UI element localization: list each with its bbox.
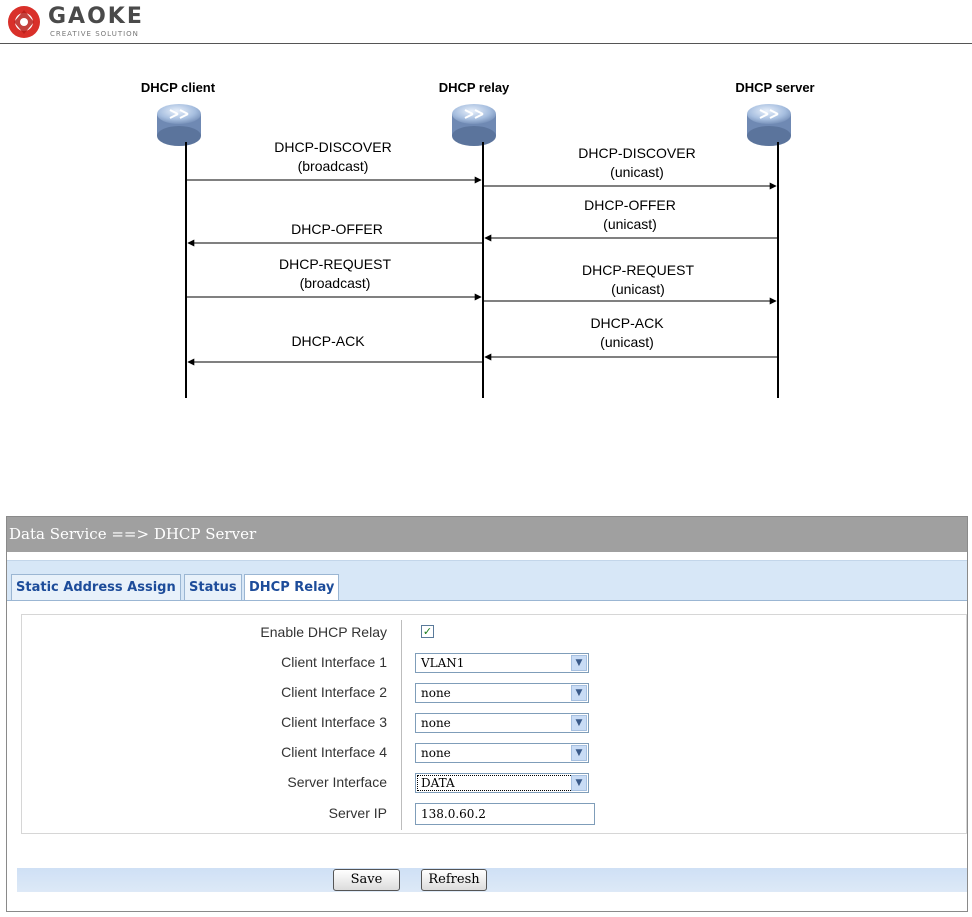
dhcp-relay-config-window: Data Service ==> DHCP Server Static Addr… [6,516,968,912]
client-interface-2-select[interactable]: none ▼ [415,683,589,703]
msg-label: (unicast) [600,334,654,350]
msg-label: DHCP-DISCOVER [578,145,695,161]
server-ip-input[interactable]: 138.0.60.2 [415,803,595,825]
brand-name: GAOKE [48,4,144,29]
server-interface-value: DATA [421,776,455,790]
tab-dhcp-relay[interactable]: DHCP Relay [244,574,340,601]
node-label-client: DHCP client [141,80,216,95]
node-label-relay: DHCP relay [439,80,510,95]
msg-label: DHCP-REQUEST [279,256,391,272]
client-interface-2-label: Client Interface 2 [281,684,387,700]
chevron-down-icon[interactable]: ▼ [571,655,587,671]
client-interface-4-value: none [421,746,451,760]
client-interface-2-value: none [421,686,451,700]
form-separator [401,620,402,830]
relay-form-panel [21,614,967,834]
msg-label: DHCP-DISCOVER [274,139,391,155]
server-ip-label: Server IP [328,805,387,821]
client-interface-1-value: VLAN1 [421,656,465,670]
msg-label: DHCP-OFFER [291,221,383,237]
chevron-down-icon[interactable]: ▼ [571,745,587,761]
msg-label: DHCP-OFFER [584,197,676,213]
client-interface-3-value: none [421,716,451,730]
client-interface-1-select[interactable]: VLAN1 ▼ [415,653,589,673]
client-interface-1-label: Client Interface 1 [281,654,387,670]
client-interface-3-select[interactable]: none ▼ [415,713,589,733]
chevron-down-icon[interactable]: ▼ [571,685,587,701]
msg-label: (unicast) [611,281,665,297]
brand-tagline: CREATIVE SOLUTION [50,30,139,38]
msg-label: (unicast) [610,164,664,180]
msg-label: DHCP-ACK [590,315,664,331]
tab-underline [7,600,967,601]
server-interface-select[interactable]: DATA ▼ [415,773,589,793]
dhcp-relay-sequence-diagram: DHCP client DHCP relay DHCP server DHCP-… [141,80,815,398]
window-title: Data Service ==> DHCP Server [7,517,967,552]
router-icon [452,104,496,146]
chevron-down-icon[interactable]: ▼ [571,715,587,731]
node-label-server: DHCP server [735,80,814,95]
gaoke-logo-icon [8,6,40,38]
chevron-down-icon[interactable]: ▼ [571,775,587,791]
tab-status[interactable]: Status [184,574,242,600]
save-button[interactable]: Save [333,869,400,891]
msg-label: DHCP-REQUEST [582,262,694,278]
router-icon [747,104,791,146]
msg-label: (unicast) [603,216,657,232]
client-interface-4-select[interactable]: none ▼ [415,743,589,763]
enable-dhcp-relay-label: Enable DHCP Relay [260,624,387,640]
msg-label: (broadcast) [298,158,369,174]
header-divider [0,43,972,44]
server-interface-label: Server Interface [287,774,387,790]
router-icon [157,104,201,146]
msg-label: DHCP-ACK [291,333,365,349]
enable-dhcp-relay-checkbox[interactable]: ✓ [421,625,434,638]
refresh-button[interactable]: Refresh [421,869,487,891]
msg-label: (broadcast) [300,275,371,291]
client-interface-3-label: Client Interface 3 [281,714,387,730]
tab-static-address-assign[interactable]: Static Address Assign [11,574,181,600]
client-interface-4-label: Client Interface 4 [281,744,387,760]
button-bar [17,868,967,892]
